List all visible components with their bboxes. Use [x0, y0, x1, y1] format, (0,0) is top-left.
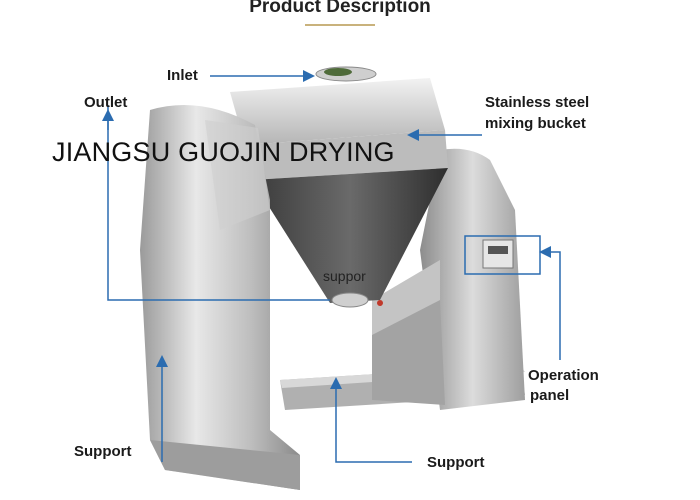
operation-label-line1: Operation: [528, 367, 599, 384]
title-underline: [305, 24, 375, 26]
support-bottom-label: Support: [427, 454, 485, 471]
right-support-frame: [372, 148, 525, 410]
mixing-bucket: [230, 78, 448, 308]
operation-panel: [464, 235, 541, 275]
page-title: Product Description: [249, 0, 431, 17]
operation-leader: [539, 246, 561, 360]
support-left-label: Support: [74, 443, 132, 460]
watermark-text: JIANGSU GUOJIN DRYING: [52, 137, 395, 167]
support-bottom-arrow: [330, 377, 412, 463]
overlay-text: suppor: [323, 268, 366, 284]
operation-label-line2: panel: [530, 387, 570, 404]
bucket-label-line2: mixing bucket: [485, 115, 586, 132]
outlet-leader: [107, 105, 330, 301]
inlet-label: Inlet: [167, 67, 198, 84]
inlet-port: [315, 66, 377, 82]
bucket-label-line1: Stainless steel: [485, 94, 590, 111]
annotation-arrows: [102, 70, 561, 463]
outlet-label: Outlet: [84, 94, 128, 111]
left-support-frame: [140, 105, 300, 490]
